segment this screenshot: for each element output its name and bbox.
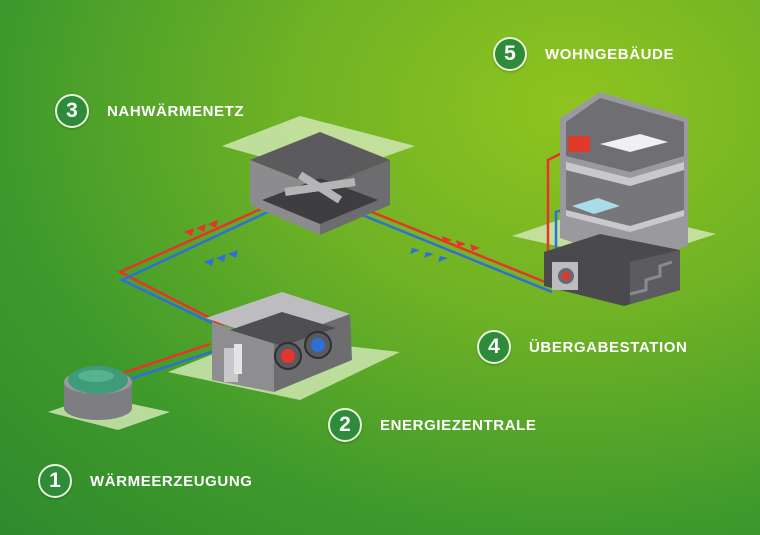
biogas-tank <box>64 366 132 420</box>
step-label: NAHWÄRMENETZ <box>107 102 245 120</box>
step-nahwaermenetz: 3 NAHWÄRMENETZ <box>55 94 244 128</box>
nahwaermenetz-pit <box>250 132 390 235</box>
step-label: ÜBERGABESTATION <box>529 338 688 356</box>
step-number-badge: 4 <box>477 330 511 364</box>
step-label: ENERGIEZENTRALE <box>380 416 537 434</box>
step-wohngebaeude: 5 WOHNGEBÄUDE <box>493 37 674 71</box>
wohngebaeude-building <box>544 92 688 306</box>
step-uebergabestation: 4 ÜBERGABESTATION <box>477 330 687 364</box>
step-number-badge: 3 <box>55 94 89 128</box>
energiezentrale-building <box>206 292 352 392</box>
step-number-badge: 2 <box>328 408 362 442</box>
step-waermeerzeugung: 1 WÄRMEERZEUGUNG <box>38 464 253 498</box>
step-label: WOHNGEBÄUDE <box>545 45 675 63</box>
flow-arrows-supply <box>184 220 480 251</box>
step-energiezentrale: 2 ENERGIEZENTRALE <box>328 408 537 442</box>
step-number-badge: 1 <box>38 464 72 498</box>
step-label: WÄRMEERZEUGUNG <box>90 472 253 490</box>
flow-arrows-return <box>204 248 448 266</box>
step-number-badge: 5 <box>493 37 527 71</box>
